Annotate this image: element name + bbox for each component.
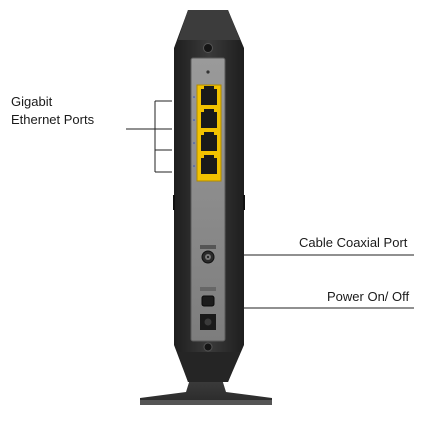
coax-port	[200, 245, 216, 264]
ethernet-port	[201, 86, 217, 105]
ethernet-label-line1: Gigabit	[11, 94, 53, 109]
ethernet-ports	[193, 84, 222, 182]
ethernet-port	[201, 109, 217, 128]
ethernet-port	[201, 132, 217, 151]
ethernet-label-line2: Ethernet Ports	[11, 112, 95, 127]
power-jack	[200, 314, 216, 330]
bottom-screw-icon	[203, 342, 213, 352]
power-switch-label: Power On/ Off	[327, 289, 410, 304]
ethernet-port	[201, 155, 217, 174]
ethernet-callout	[126, 100, 172, 173]
power-switch	[200, 287, 216, 307]
coax-port-label: Cable Coaxial Port	[299, 235, 408, 250]
top-screw-icon	[203, 43, 213, 53]
ethernet-ports-label: Gigabit Ethernet Ports	[11, 93, 94, 129]
